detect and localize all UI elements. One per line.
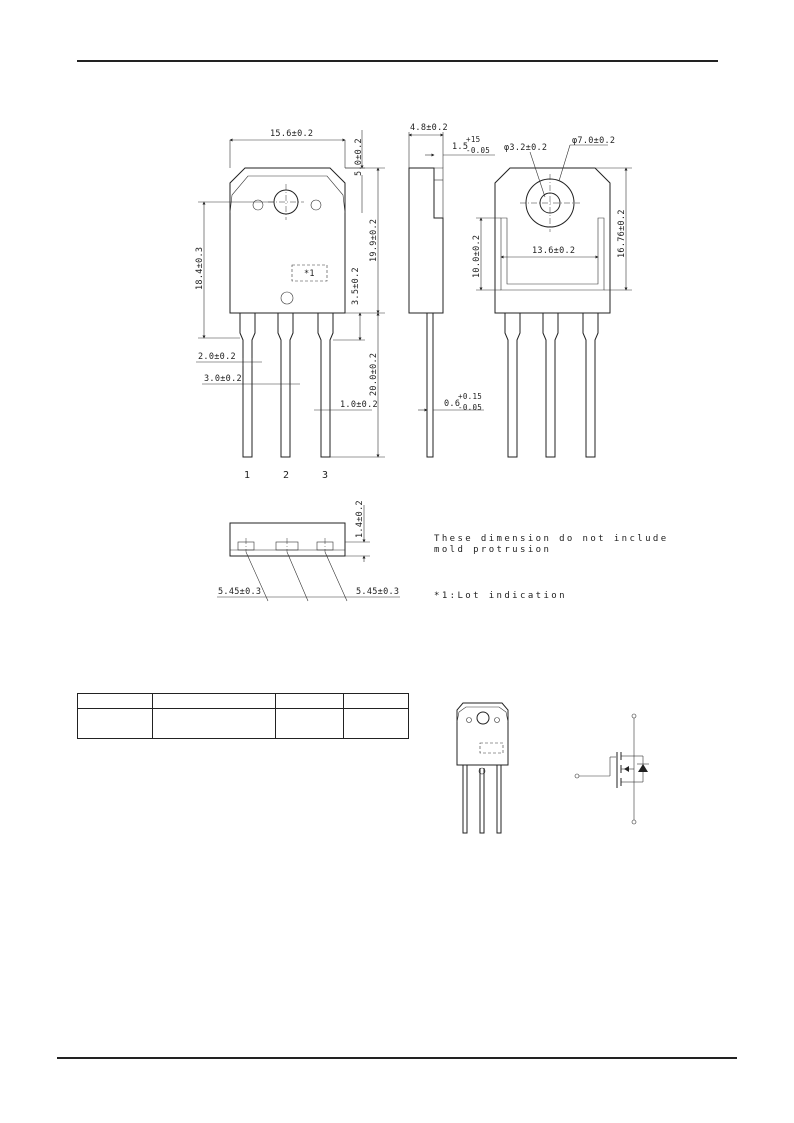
gate-terminal <box>574 773 580 779</box>
dim-pitch-right: 5.45±0.3 <box>356 587 399 597</box>
bottom-rule <box>57 1057 737 1059</box>
info-table <box>77 693 409 739</box>
dim-pad-width: 13.6±0.2 <box>532 246 575 256</box>
back-lead-2 <box>542 313 559 458</box>
lot-mark-box <box>291 264 328 282</box>
dim-tab-tol-minus: -0.05 <box>466 146 490 155</box>
table-cell <box>152 708 276 739</box>
dim-pitch-left: 5.45±0.3 <box>218 587 261 597</box>
top-rule <box>77 60 718 62</box>
lead-1 <box>239 313 256 458</box>
lot-mark-label: *1 <box>304 269 315 279</box>
table-cell <box>343 708 409 739</box>
side-lead <box>426 313 434 458</box>
dim-lead-tol-minus: -0.05 <box>458 403 482 412</box>
body-diode <box>638 764 648 772</box>
table-header-row <box>77 693 409 709</box>
front-small-hole-left <box>252 199 264 211</box>
dim-lead-length: 20.0±0.2 <box>369 353 379 396</box>
dim-total-height: 16.76±0.2 <box>617 209 627 258</box>
table-row <box>77 708 409 739</box>
drain-terminal <box>631 713 637 719</box>
back-lead-3 <box>582 313 599 458</box>
lead-3 <box>317 313 334 458</box>
table-header-cell <box>275 693 344 709</box>
pin-label-3: 3 <box>322 470 328 481</box>
dim-lead-base: 0.6 <box>444 399 460 409</box>
front-view: *1 1 2 3 15.6±0.2 5.0±0.2 19.9±0.2 18.4±… <box>195 129 385 481</box>
pin1-marker <box>280 291 294 305</box>
pin-label-2: 2 <box>283 470 289 481</box>
illus-lot-box <box>479 742 504 754</box>
table-cell <box>275 708 344 739</box>
table-cell <box>77 708 153 739</box>
dim-boss-dia: φ7.0±0.2 <box>572 136 615 146</box>
note-line-2: mold protrusion <box>434 545 551 555</box>
table-header-cell <box>343 693 409 709</box>
dim-width: 15.6±0.2 <box>270 129 313 139</box>
back-view: φ3.2±0.2 φ7.0±0.2 13.6±0.2 10.0±0.2 16.7… <box>472 136 632 458</box>
pin-label-1: 1 <box>244 470 250 481</box>
bottom-body-outline <box>229 522 346 557</box>
mosfet-symbol <box>574 713 649 825</box>
dim-pad-height: 10.0±0.2 <box>472 235 482 278</box>
dim-tab-tol-plus: +15 <box>466 135 480 144</box>
side-body-outline <box>408 167 444 314</box>
back-body-outline <box>494 167 611 314</box>
dim-tab-base: 1.5 <box>452 142 468 152</box>
illus-body <box>456 702 509 766</box>
dim-lead-exit: 3.5±0.2 <box>351 267 361 305</box>
table-header-cell <box>77 693 153 709</box>
bottom-view: 1.4±0.2 5.45±0.3 5.45±0.3 <box>217 500 400 602</box>
back-pad <box>500 217 605 291</box>
note-line-1: These dimension do not include <box>434 534 669 544</box>
front-tab-outline <box>229 175 346 214</box>
dim-hole-to-pin: 18.4±0.3 <box>195 247 205 290</box>
table-header-cell <box>152 693 276 709</box>
dim-hole-dia: φ3.2±0.2 <box>504 143 547 153</box>
back-lead-1 <box>504 313 521 458</box>
dim-side-thickness: 4.8±0.2 <box>410 123 448 133</box>
package-illustration <box>456 702 509 834</box>
illus-hole <box>476 711 490 725</box>
side-view: 4.8±0.2 1.5 +15 -0.05 0.6 +0.15 -0.05 <box>408 123 495 458</box>
dim-pin-width-top: 2.0±0.2 <box>198 352 236 362</box>
lead-2 <box>277 313 294 458</box>
dim-lead-tol-plus: +0.15 <box>458 392 482 401</box>
front-small-hole-right <box>310 199 322 211</box>
dim-lead-thickness: 1.0±0.2 <box>340 400 378 410</box>
dim-bottom-thickness: 1.4±0.2 <box>355 500 365 538</box>
dim-body-height: 19.9±0.2 <box>369 219 379 262</box>
note-lot-indication: *1:Lot indication <box>434 591 567 601</box>
side-tab <box>434 167 444 218</box>
source-terminal <box>631 819 637 825</box>
dim-pin-width-bottom: 3.0±0.2 <box>204 374 242 384</box>
dim-top-offset: 5.0±0.2 <box>354 138 364 176</box>
